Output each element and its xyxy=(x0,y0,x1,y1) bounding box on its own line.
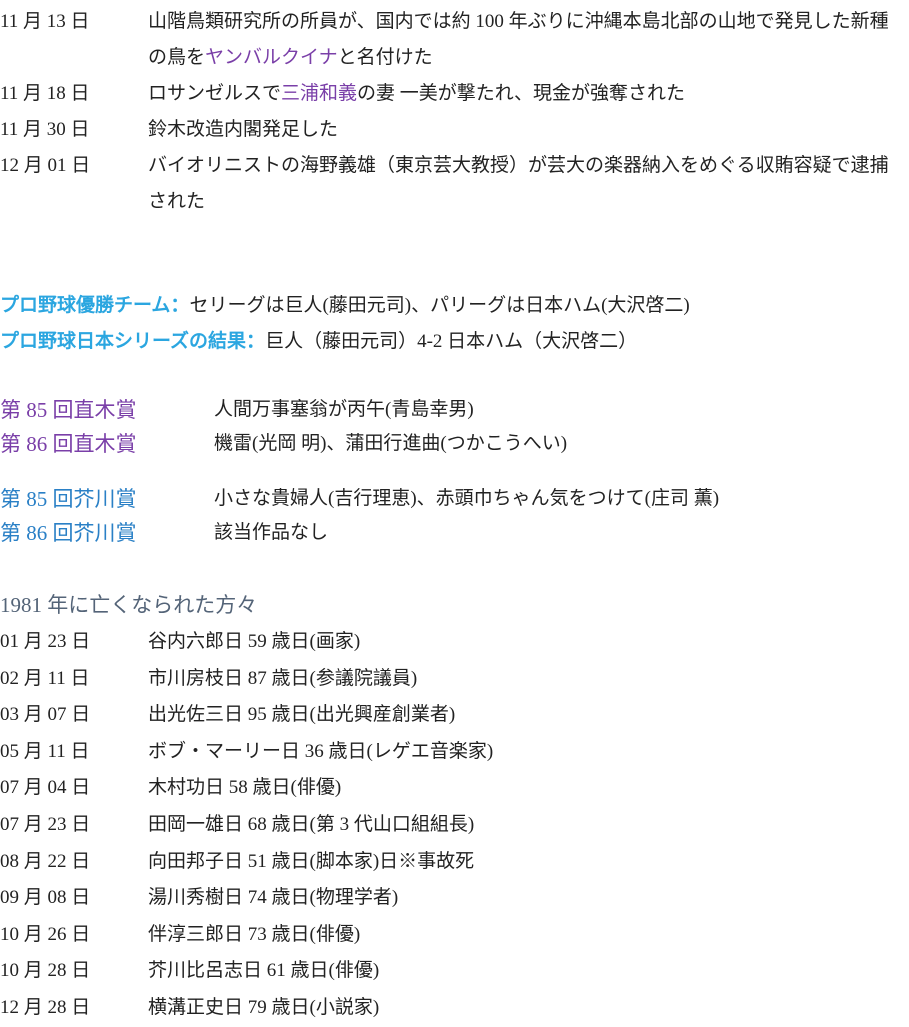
death-row: 10 月 28 日 芥川比呂志日 61 歳日(俳優) xyxy=(0,953,493,990)
events-list: 11 月 13 日 山階鳥類研究所の所員が、国内では約 100 年ぶりに沖縄本島北… xyxy=(0,4,909,220)
death-text: 木村功日 58 歳日(俳優) xyxy=(148,777,342,799)
death-text: 伴淳三郎日 73 歳日(俳優) xyxy=(148,923,361,945)
death-date: 12 月 28 日 xyxy=(0,996,91,1018)
japan-series-value: 巨人（藤田元司）4-2 日本ハム（大沢啓二） xyxy=(265,331,638,352)
death-text: 出光佐三日 95 歳日(出光興産創業者) xyxy=(148,704,456,726)
award-label: 第 86 回直木賞 xyxy=(0,432,137,456)
award-row: 第 86 回芥川賞 該当作品なし xyxy=(0,516,719,550)
death-text: ボブ・マーリー日 36 歳日(レゲエ音楽家) xyxy=(148,740,494,762)
event-row: 11 月 30 日 鈴木改造内閣発足した xyxy=(0,112,909,148)
event-text-part: の妻 一美が撃たれ、現金が強奪された xyxy=(357,83,685,104)
baseball-results: プロ野球優勝チーム：セリーグは巨人(藤田元司)、パリーグは日本ハム(大沢啓二) … xyxy=(0,288,690,360)
deaths-section: 1981 年に亡くなられた方々 01 月 23 日 谷内六郎日 59 歳日(画家)… xyxy=(0,586,493,1027)
death-row: 01 月 23 日 谷内六郎日 59 歳日(画家) xyxy=(0,624,493,661)
highlighted-name: 三浦和義 xyxy=(281,83,358,104)
death-row: 02 月 11 日 市川房枝日 87 歳日(参議院議員) xyxy=(0,661,493,698)
death-row: 07 月 04 日 木村功日 58 歳日(俳優) xyxy=(0,770,493,807)
death-date: 09 月 08 日 xyxy=(0,887,91,909)
death-text: 芥川比呂志日 61 歳日(俳優) xyxy=(148,960,380,982)
japan-series-result: プロ野球日本シリーズの結果：巨人（藤田元司）4-2 日本ハム（大沢啓二） xyxy=(0,324,690,360)
event-row: 11 月 13 日 山階鳥類研究所の所員が、国内では約 100 年ぶりに沖縄本島北… xyxy=(0,4,909,76)
death-row: 10 月 26 日 伴淳三郎日 73 歳日(俳優) xyxy=(0,917,493,954)
death-text: 湯川秀樹日 74 歳日(物理学者) xyxy=(148,887,399,909)
event-date: 12 月 01 日 xyxy=(0,155,91,176)
event-row: 12 月 01 日 バイオリニストの海野義雄（東京芸大教授）が芸大の楽器納入をめぐ… xyxy=(0,148,909,220)
death-row: 12 月 28 日 横溝正史日 79 歳日(小説家) xyxy=(0,990,493,1027)
event-text-part: 山階鳥類研究所の所員が、国内では約 100 年ぶりに沖縄本島北部の山地で発見した… xyxy=(148,11,889,68)
death-row: 07 月 23 日 田岡一雄日 68 歳日(第 3 代山口組組長) xyxy=(0,807,493,844)
death-date: 07 月 04 日 xyxy=(0,777,91,799)
highlighted-name: ヤンバルクイナ xyxy=(205,47,338,68)
award-value: 該当作品なし xyxy=(214,522,329,543)
death-text: 谷内六郎日 59 歳日(画家) xyxy=(148,631,361,652)
event-text-part: 鈴木改造内閣発足した xyxy=(148,119,339,140)
event-date: 11 月 18 日 xyxy=(0,83,90,104)
death-date: 02 月 11 日 xyxy=(0,667,90,689)
award-label: 第 85 回芥川賞 xyxy=(0,487,137,511)
death-date: 10 月 28 日 xyxy=(0,960,91,982)
event-text-part: ロサンゼルスで xyxy=(148,83,282,104)
death-date: 07 月 23 日 xyxy=(0,813,91,835)
event-date: 11 月 30 日 xyxy=(0,119,90,140)
event-text: ロサンゼルスで三浦和義の妻 一美が撃たれ、現金が強奪された xyxy=(148,76,903,112)
event-row: 11 月 18 日 ロサンゼルスで三浦和義の妻 一美が撃たれ、現金が強奪された xyxy=(0,76,909,112)
japan-series-label: プロ野球日本シリーズの結果： xyxy=(0,331,266,352)
akutagawa-prize-list: 第 85 回芥川賞小さな貴婦人(吉行理恵)、赤頭巾ちゃん気をつけて(庄司 薫) … xyxy=(0,482,719,550)
death-row: 03 月 07 日 出光佐三日 95 歳日(出光興産創業者) xyxy=(0,697,493,734)
event-text-part: バイオリニストの海野義雄（東京芸大教授）が芸大の楽器納入をめぐる収賄容疑で逮捕さ… xyxy=(148,155,889,212)
event-date: 11 月 13 日 xyxy=(0,11,90,32)
death-text: 向田邦子日 51 歳日(脚本家)日※事故死 xyxy=(148,850,475,872)
death-date: 03 月 07 日 xyxy=(0,704,91,726)
death-row: 08 月 22 日 向田邦子日 51 歳日(脚本家)日※事故死 xyxy=(0,844,493,881)
death-text: 市川房枝日 87 歳日(参議院議員) xyxy=(148,667,418,689)
naoki-prize-list: 第 85 回直木賞 人間万事塞翁が丙午(青島幸男) 第 86 回直木賞 機雷(光岡 … xyxy=(0,393,567,461)
death-date: 01 月 23 日 xyxy=(0,631,91,652)
death-text: 田岡一雄日 68 歳日(第 3 代山口組組長) xyxy=(148,813,475,835)
death-date: 08 月 22 日 xyxy=(0,850,91,872)
award-label: 第 86 回芥川賞 xyxy=(0,521,137,545)
award-row: 第 85 回直木賞 人間万事塞翁が丙午(青島幸男) xyxy=(0,393,567,427)
event-text-part: と名付けた xyxy=(337,47,433,68)
event-text: 山階鳥類研究所の所員が、国内では約 100 年ぶりに沖縄本島北部の山地で発見した… xyxy=(148,4,903,76)
death-text: 横溝正史日 79 歳日(小説家) xyxy=(148,996,380,1018)
event-text: バイオリニストの海野義雄（東京芸大教授）が芸大の楽器納入をめぐる収賄容疑で逮捕さ… xyxy=(148,148,903,220)
death-date: 10 月 26 日 xyxy=(0,923,91,945)
award-row: 第 85 回芥川賞 小さな貴婦人(吉行理恵)、赤頭巾ちゃん気をつけて(庄司 薫) xyxy=(0,482,719,516)
award-row: 第 86 回直木賞 機雷(光岡 明)、蒲田行進曲(つかこうへい) xyxy=(0,427,567,461)
award-value: 機雷(光岡 明)、蒲田行進曲(つかこうへい) xyxy=(214,433,568,454)
event-text: 鈴木改造内閣発足した xyxy=(148,112,903,148)
death-row: 09 月 08 日 湯川秀樹日 74 歳日(物理学者) xyxy=(0,880,493,917)
award-label: 第 85 回直木賞 xyxy=(0,398,137,422)
baseball-champions-value: セリーグは巨人(藤田元司)、パリーグは日本ハム(大沢啓二) xyxy=(189,295,690,316)
baseball-champions-label: プロ野球優勝チーム： xyxy=(0,295,190,316)
award-value: 人間万事塞翁が丙午(青島幸男) xyxy=(214,399,474,420)
award-value: 小さな貴婦人(吉行理恵)、赤頭巾ちゃん気をつけて(庄司 薫) xyxy=(214,488,720,509)
death-row: 05 月 11 日 ボブ・マーリー日 36 歳日(レゲエ音楽家) xyxy=(0,734,493,771)
death-date: 05 月 11 日 xyxy=(0,740,90,762)
baseball-champions: プロ野球優勝チーム：セリーグは巨人(藤田元司)、パリーグは日本ハム(大沢啓二) xyxy=(0,288,690,324)
deaths-heading: 1981 年に亡くなられた方々 xyxy=(0,593,258,617)
